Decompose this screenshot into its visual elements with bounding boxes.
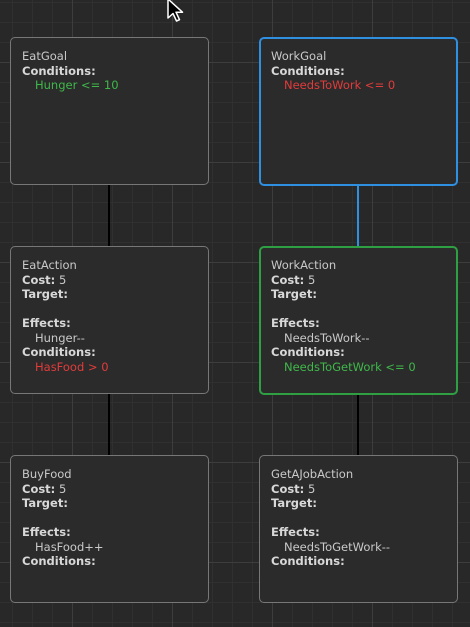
- condition-unmet: NeedsToWork <= 0: [284, 78, 396, 92]
- effects-label: Effects:: [22, 316, 71, 330]
- node-get-a-job-action[interactable]: GetAJobAction Cost: 5 Target: Effects: N…: [259, 455, 458, 603]
- condition-met: NeedsToGetWork <= 0: [284, 359, 416, 374]
- node-buy-food[interactable]: BuyFood Cost: 5 Target: Effects: HasFood…: [10, 455, 209, 603]
- node-title: EatGoal: [22, 49, 68, 63]
- node-work-goal[interactable]: WorkGoal Conditions: NeedsToWork <= 0: [259, 37, 458, 186]
- effect-item: NeedsToGetWork--: [284, 539, 391, 554]
- node-work-action[interactable]: WorkAction Cost: 5 Target: Effects: Need…: [259, 246, 458, 395]
- condition-met: Hunger <= 10: [35, 78, 119, 92]
- conditions-label: Conditions:: [22, 554, 96, 568]
- conditions-label: Conditions:: [271, 63, 345, 78]
- conditions-label: Conditions:: [22, 63, 96, 78]
- condition-unmet: HasFood > 0: [35, 359, 109, 374]
- node-title: BuyFood: [22, 467, 72, 481]
- edge-eat-action-to-buy-food: [108, 394, 110, 455]
- mouse-cursor-icon: [167, 0, 184, 22]
- conditions-label: Conditions:: [22, 345, 96, 359]
- node-title: EatAction: [22, 258, 77, 272]
- effect-item: HasFood++: [35, 539, 104, 554]
- node-title: WorkGoal: [271, 49, 327, 63]
- node-eat-goal[interactable]: EatGoal Conditions: Hunger <= 10: [10, 37, 209, 185]
- edge-work-goal-to-work-action: [357, 185, 359, 246]
- node-title: WorkAction: [271, 258, 337, 272]
- conditions-label: Conditions:: [271, 345, 345, 359]
- effect-item: Hunger--: [35, 330, 85, 345]
- target-label: Target:: [271, 496, 317, 510]
- cost-label: Cost:: [22, 481, 56, 496]
- effects-label: Effects:: [271, 316, 320, 330]
- edge-eat-goal-to-eat-action: [108, 185, 110, 246]
- cost-value: 5: [58, 481, 67, 496]
- effect-item: NeedsToWork--: [284, 330, 370, 345]
- node-eat-action[interactable]: EatAction Cost: 5 Target: Effects: Hunge…: [10, 246, 209, 394]
- cost-value: 5: [58, 272, 67, 287]
- target-label: Target:: [22, 496, 68, 510]
- edge-work-action-to-get-a-job: [357, 394, 359, 455]
- node-title: GetAJobAction: [271, 467, 354, 481]
- cost-label: Cost:: [271, 272, 305, 287]
- target-label: Target:: [22, 287, 68, 301]
- conditions-label: Conditions:: [271, 554, 345, 568]
- target-label: Target:: [271, 287, 317, 301]
- cost-label: Cost:: [271, 481, 305, 496]
- cost-value: 5: [307, 481, 316, 496]
- effects-label: Effects:: [271, 525, 320, 539]
- cost-label: Cost:: [22, 272, 56, 287]
- cost-value: 5: [307, 272, 316, 287]
- effects-label: Effects:: [22, 525, 71, 539]
